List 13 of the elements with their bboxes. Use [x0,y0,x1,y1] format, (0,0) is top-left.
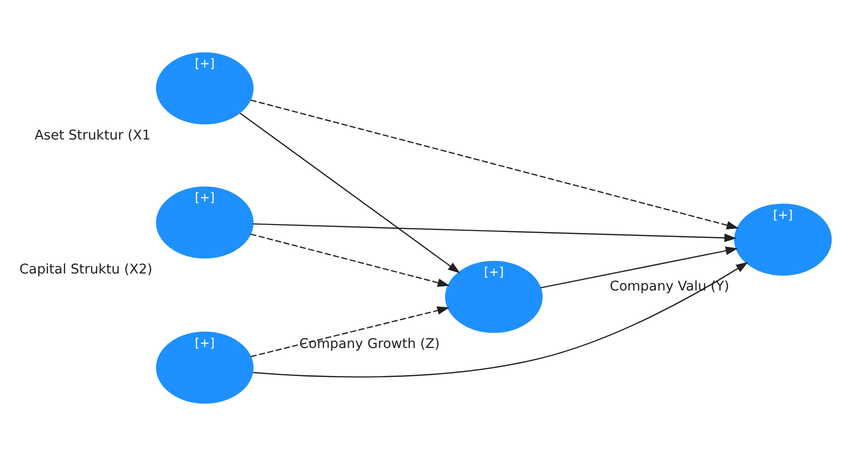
arrow [540,246,738,288]
node-label: Company Growth (Z) [298,336,440,352]
arrow [239,112,460,273]
node-label: Aset Struktur (X1 [34,128,150,143]
node-ellipse: [+] [155,331,254,404]
node-label: Capital Struktu (X2) [18,262,152,277]
arrow [252,261,748,378]
node-ellipse: [+] [155,52,254,124]
node-ellipse: [+] [155,186,254,258]
node-label: Company Valu (Y) [609,279,729,294]
arrow [250,99,738,229]
arrow [252,222,736,242]
arrow [250,232,450,286]
